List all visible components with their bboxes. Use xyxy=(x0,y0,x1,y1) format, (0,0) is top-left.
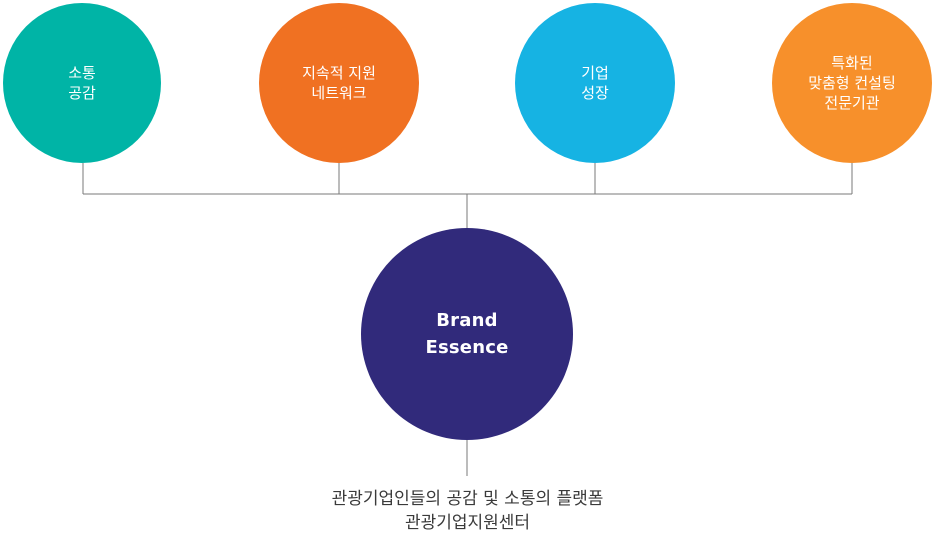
node-label-line: 특화된 xyxy=(831,54,873,72)
node-communication-empathy: 소통 공감 xyxy=(3,3,161,163)
node-specialized-agency: 특화된 맞춤형 컨설팅 전문기관 xyxy=(772,3,932,163)
node-business-growth: 기업 성장 xyxy=(515,3,675,163)
node-brand-essence: Brand Essence xyxy=(361,228,573,440)
node-sustainable-network: 지속적 지원 네트워크 xyxy=(259,3,419,163)
node-label-line: 소통 xyxy=(68,64,96,82)
center-label-line: Brand xyxy=(436,310,498,331)
center-label-line: Essence xyxy=(425,337,509,358)
node-label-line: 공감 xyxy=(68,84,96,102)
node-label-line: 전문기관 xyxy=(824,94,880,112)
caption-line-2: 관광기업지원센터 xyxy=(404,513,531,533)
node-label-line: 기업 xyxy=(581,64,609,82)
node-label-line: 지속적 지원 xyxy=(302,64,376,82)
diagram-caption: 관광기업인들의 공감 및 소통의 플랫폼 관광기업지원센터 xyxy=(0,487,935,535)
caption-line-1: 관광기업인들의 공감 및 소통의 플랫폼 xyxy=(331,489,604,509)
node-label-line: 맞춤형 컨설팅 xyxy=(808,74,896,92)
node-label-line: 성장 xyxy=(581,84,609,102)
node-label-line: 네트워크 xyxy=(311,84,367,102)
